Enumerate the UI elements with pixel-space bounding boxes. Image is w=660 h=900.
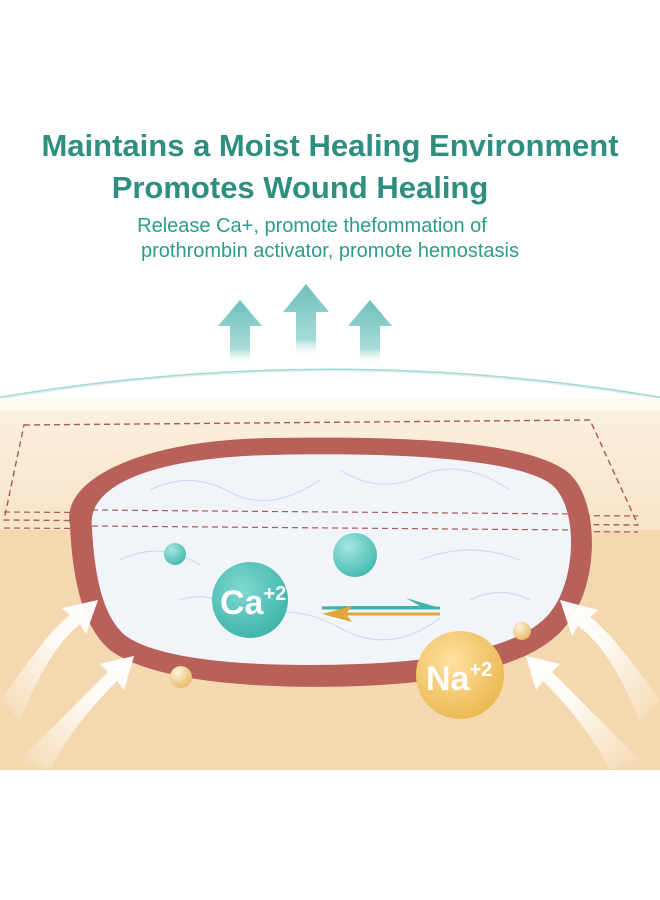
calcium-bubble-small (164, 543, 186, 565)
up-arrow-icon (283, 284, 329, 358)
wound-healing-diagram: Ca+2 Na+2 (0, 284, 660, 770)
up-arrow-icon (218, 300, 262, 365)
pearl-bead (513, 622, 531, 640)
up-arrow-icon (348, 300, 392, 365)
calcium-bubble-medium (333, 533, 377, 577)
inflow-arrow-icon (526, 656, 640, 770)
calcium-charge: +2 (263, 583, 286, 605)
inflow-arrow-icon (20, 656, 134, 770)
svg-text:Na+2: Na+2 (426, 659, 492, 698)
inflow-arrow-icon (0, 600, 98, 720)
inflow-arrow-icon (560, 600, 660, 722)
wound-gel (91, 454, 572, 665)
subtext-line-2: prothrombin activator, promote hemostasi… (141, 240, 519, 262)
pearl-bead (170, 666, 192, 688)
dressing-outline (3, 419, 640, 526)
calcium-ion: Ca+2 (212, 562, 288, 638)
calcium-symbol: Ca (220, 584, 265, 622)
subtext-line-1: Release Ca+, promote thefommation of (137, 215, 487, 237)
exchange-arrows-icon (318, 598, 440, 622)
sodium-ion: Na+2 (416, 631, 504, 719)
sodium-symbol: Na (426, 660, 471, 698)
headline-line-1: Maintains a Moist Healing Environment (41, 128, 619, 163)
svg-text:Ca+2: Ca+2 (220, 583, 286, 622)
sodium-charge: +2 (469, 659, 492, 681)
headline-line-2: Promotes Wound Healing (111, 170, 489, 205)
